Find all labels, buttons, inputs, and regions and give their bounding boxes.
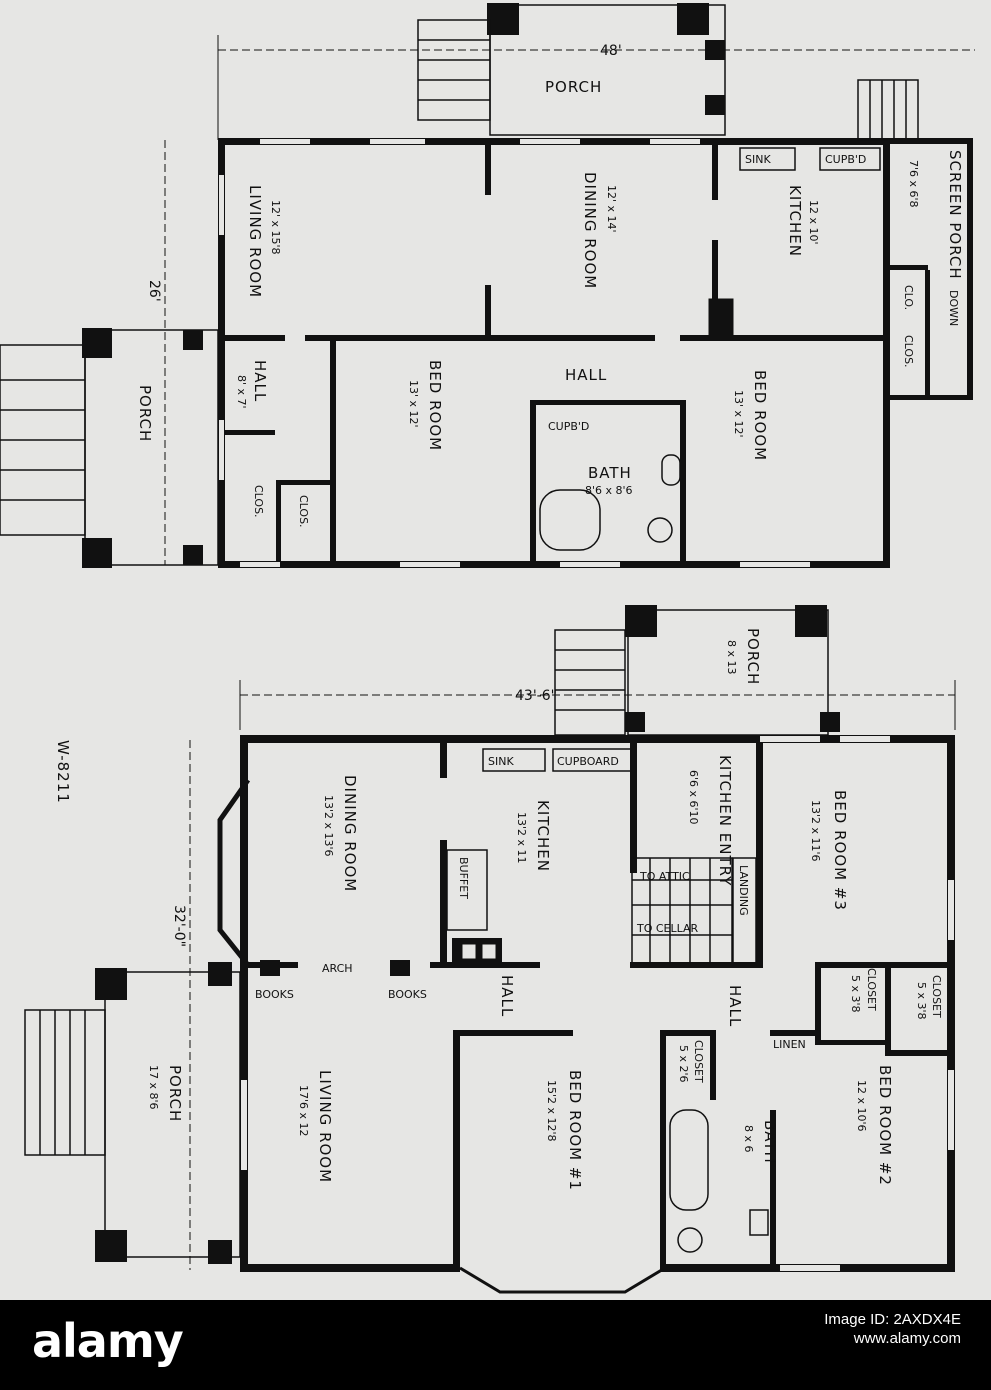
hall-2-label: HALL <box>726 985 744 1027</box>
bottom-sink-label: SINK <box>488 755 514 768</box>
top-screen-porch-size: 7'6 x 6'8 <box>907 160 920 208</box>
bottom-kitchen-entry-size: 6'6 x 6'10 <box>687 770 700 825</box>
closet-3-size: 5 x 2'6 <box>677 1045 690 1083</box>
top-closet-3-label: CLOS. <box>902 335 915 368</box>
rear-porch-steps-bottom <box>554 629 626 736</box>
bottom-kitchen-entry-label: KITCHEN ENTRY <box>716 755 734 886</box>
hall-1-label: HALL <box>498 975 516 1017</box>
top-bed-room-1-label: BED ROOM <box>426 360 444 451</box>
to-cellar-label: TO CELLAR <box>636 922 699 935</box>
bottom-bed-room-2-size: 12 x 10'6 <box>855 1080 868 1132</box>
bottom-bed-room-3-size: 13'2 x 11'6 <box>809 800 822 862</box>
top-screen-porch-label: SCREEN PORCH <box>946 150 964 280</box>
bottom-cupboard-label: CUPBOARD <box>557 755 619 768</box>
top-bath-label: BATH <box>588 464 632 482</box>
watermark-footer: alamy Image ID: 2AXDX4E www.alamy.com <box>0 1300 991 1390</box>
bottom-rear-porch-label: PORCH <box>744 628 762 685</box>
top-sink-label: SINK <box>745 153 771 166</box>
bottom-bed-room-3-label: BED ROOM #3 <box>831 790 849 911</box>
top-floor-plan: 48' 26' <box>0 3 975 568</box>
bottom-bath-size: 8 x 6 <box>742 1125 755 1153</box>
floor-plan-plate: 48' 26' <box>0 0 991 1300</box>
top-living-room-label: LIVING ROOM <box>246 185 264 298</box>
floor-plans-drawing: 48' 26' <box>0 3 975 1294</box>
top-bed-room-2-label: BED ROOM <box>751 370 769 461</box>
top-closet-1-label: CLOS. <box>252 485 265 518</box>
rear-porch-steps <box>417 19 491 121</box>
top-front-porch-label: PORCH <box>136 385 154 442</box>
closet-1-label: CLOSET <box>865 968 878 1011</box>
to-attic-label: TO ATTIC <box>639 870 690 883</box>
top-front-hall-size: 8' x 7' <box>235 375 248 409</box>
buffet-label: BUFFET <box>457 857 470 899</box>
closet-2-label: CLOSET <box>930 975 943 1018</box>
top-living-room-size: 12' x 15'8 <box>269 200 282 255</box>
bottom-kitchen-size: 13'2 x 11 <box>515 812 528 864</box>
arch-label: ARCH <box>322 962 353 975</box>
top-stairs-down-label: DOWN <box>947 290 960 326</box>
top-bed-room-2-size: 13' x 12' <box>732 390 745 438</box>
bottom-floor-plan: 43'-6" 32'-0" W-8211 <box>24 605 956 1294</box>
top-kitchen-label: KITCHEN <box>786 185 804 257</box>
brand-logo: alamy <box>32 1314 184 1368</box>
bottom-living-room-label: LIVING ROOM <box>316 1070 334 1183</box>
bottom-depth-dimension: 32'-0" <box>171 905 187 947</box>
front-porch-steps-bottom <box>24 1009 106 1156</box>
bottom-bed-room-1-label: BED ROOM #1 <box>566 1070 584 1191</box>
top-bed-room-1-size: 13' x 12' <box>407 380 420 428</box>
top-dining-room-label: DINING ROOM <box>581 172 599 289</box>
top-rear-porch-label: PORCH <box>545 78 602 96</box>
books-1-label: BOOKS <box>255 988 294 1001</box>
plan-number: W-8211 <box>54 740 72 804</box>
bottom-living-room-size: 17'6 x 12 <box>297 1085 310 1137</box>
top-depth-dimension: 26' <box>146 280 162 302</box>
linen-label: LINEN <box>773 1038 806 1051</box>
top-front-hall-label: HALL <box>251 360 269 402</box>
bottom-rear-porch-size: 8 x 13 <box>725 640 738 675</box>
top-dining-room-size: 12' x 14' <box>605 185 618 233</box>
bottom-dining-room-size: 13'2 x 13'6 <box>322 795 335 857</box>
closet-1-size: 5 x 3'8 <box>849 975 862 1013</box>
bottom-dining-room-label: DINING ROOM <box>341 775 359 892</box>
bottom-bath-label: BATH <box>761 1120 779 1164</box>
image-id: Image ID: 2AXDX4E www.alamy.com <box>824 1310 961 1348</box>
books-2-label: BOOKS <box>388 988 427 1001</box>
bottom-bed-room-2-label: BED ROOM #2 <box>876 1065 894 1186</box>
top-kitchen-size: 12 x 10' <box>807 200 820 245</box>
closet-3-label: CLOSET <box>692 1040 705 1083</box>
bottom-width-dimension: 43'-6" <box>515 688 557 704</box>
front-porch-steps <box>0 344 86 536</box>
stairs <box>631 857 733 964</box>
top-closet-2-label: CLOS. <box>297 495 310 528</box>
top-width-dimension: 48' <box>600 43 622 59</box>
top-bath-size: 8'6 x 8'6 <box>585 484 633 497</box>
screen-porch-steps <box>857 79 919 141</box>
bottom-front-porch-label: PORCH <box>166 1065 184 1122</box>
top-bath-cupboard-label: CUPB'D <box>548 420 589 433</box>
top-center-hall-label: HALL <box>565 366 607 384</box>
top-kitchen-cupboard-label: CUPB'D <box>825 153 866 166</box>
bottom-bed-room-1-size: 15'2 x 12'8 <box>545 1080 558 1142</box>
closet-2-size: 5 x 3'8 <box>915 982 928 1020</box>
bottom-kitchen-label: KITCHEN <box>534 800 552 872</box>
image-site-line: www.alamy.com <box>853 1330 961 1347</box>
top-clo-label: CLO. <box>902 285 915 310</box>
bottom-front-porch-size: 17 x 8'6 <box>147 1065 160 1110</box>
landing-label: LANDING <box>737 865 750 916</box>
image-id-line: Image ID: 2AXDX4E <box>824 1311 961 1328</box>
